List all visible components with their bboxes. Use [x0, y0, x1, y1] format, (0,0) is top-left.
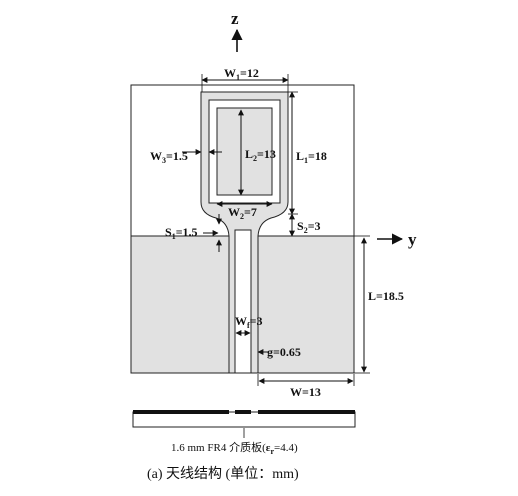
ground-plane-right [257, 235, 355, 374]
figure-caption: (a) 天线结构 (单位：mm) [147, 466, 299, 482]
l-label: L=18.5 [368, 289, 404, 303]
ground-plane-left [130, 235, 230, 374]
w-label: W=13 [290, 385, 321, 399]
s1-label: S1=1.5 [165, 225, 198, 241]
cross-section-top-metal-right [258, 410, 355, 414]
y-axis-label: y [408, 230, 417, 249]
s2-label: S2=3 [297, 219, 321, 235]
l2-label: L2=13 [245, 147, 276, 163]
l1-label: L1=18 [296, 149, 327, 165]
w2-label: W2=7 [228, 205, 257, 221]
cross-section-top-metal-center [235, 410, 251, 414]
wf-label: Wf=3 [235, 314, 263, 330]
feed-line [234, 229, 252, 374]
cross-section-top-metal-left [133, 410, 229, 414]
g-label: g=0.65 [267, 345, 301, 359]
w1-label: W1=12 [224, 66, 259, 82]
z-axis-label: z [231, 9, 239, 28]
substrate-label: 1.6 mm FR4 介质板(εr=4.4) [171, 440, 298, 456]
substrate-cross-section [132, 411, 356, 428]
w3-label: W3=1.5 [150, 149, 188, 165]
